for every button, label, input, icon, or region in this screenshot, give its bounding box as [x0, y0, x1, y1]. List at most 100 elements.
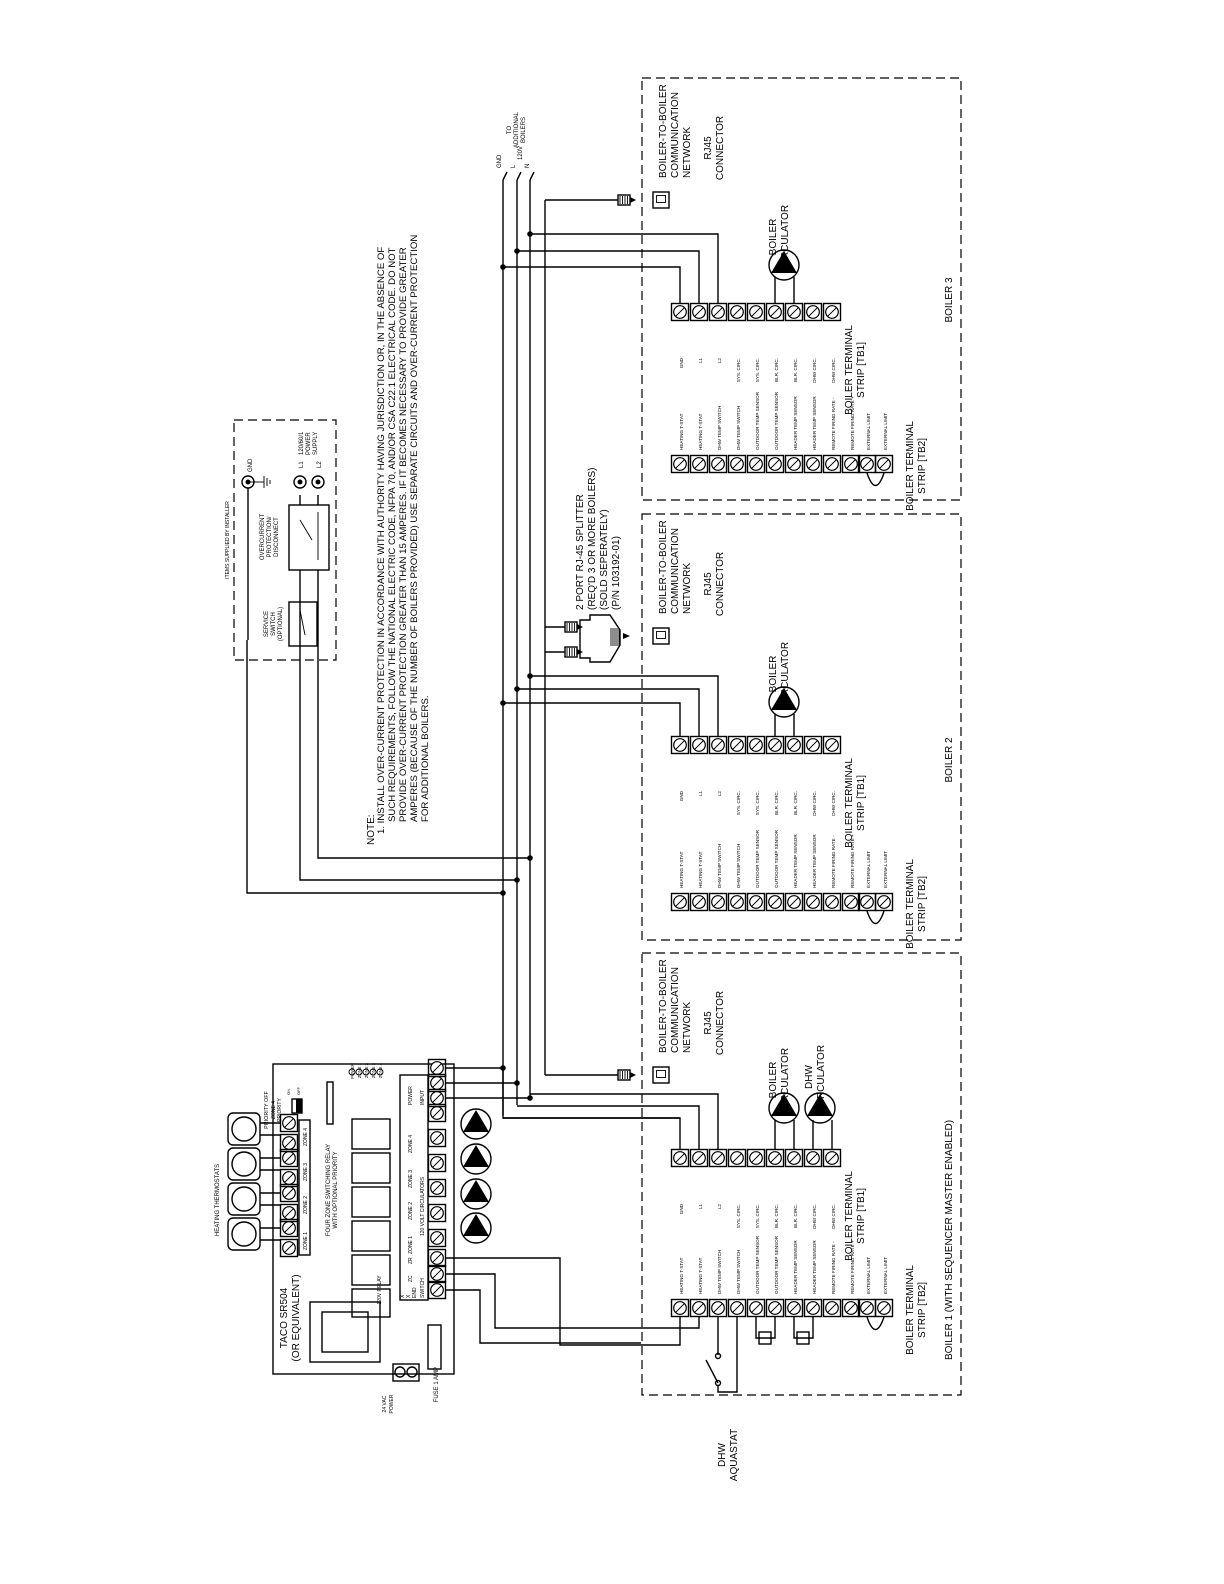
heating-thermostat-icon: [227, 1217, 261, 1251]
terminal-cell: [689, 735, 709, 755]
tb1-terminal: [746, 1148, 766, 1168]
tb1-terminal-label: BLR. CIRC.: [793, 791, 798, 815]
tb2-terminal: [841, 892, 861, 912]
plug-arrow-icon: [577, 624, 583, 630]
tb2-terminal: [689, 892, 709, 912]
tb2-terminal: [784, 454, 804, 474]
aquastat-blade: [705, 1359, 719, 1384]
screw-slot: [808, 1303, 818, 1313]
l2-label: L2: [317, 461, 323, 468]
pump-arrow-icon: [771, 251, 797, 273]
pump-arrow-icon: [771, 1094, 797, 1116]
tb2-terminal: [857, 1298, 877, 1318]
rj45-network-label: BOILER-TO-BOILER: [658, 959, 669, 1053]
terminal-cell: [874, 1298, 894, 1318]
screw-slot: [732, 740, 742, 750]
bus-gnd-end: [502, 171, 508, 181]
terminal-cell: [746, 454, 766, 474]
boiler-l1-feed: [517, 1105, 700, 1149]
screw-slot: [789, 459, 799, 469]
tb2-terminal: [670, 1298, 690, 1318]
terminal-cell: [784, 1148, 804, 1168]
relay-coil-box: [351, 1220, 391, 1252]
terminal-cell: [689, 302, 709, 322]
screw-slot: [284, 1153, 294, 1163]
screw-slot: [713, 459, 723, 469]
tb2-terminal: [689, 454, 709, 474]
status-led-label: ZONE 2: [364, 1062, 369, 1078]
tb2-terminal: [670, 892, 690, 912]
bus-line-end: [516, 171, 522, 181]
zone-circulator-pump-icon: [460, 1143, 492, 1175]
24vac-terminal-block: [392, 1363, 420, 1382]
supply-gnd-wire: [246, 640, 503, 894]
splitter-input-plug-icon: [564, 621, 583, 633]
tb2-terminal: [841, 454, 861, 474]
tb1-terminal: [689, 302, 709, 322]
screw-slot: [432, 1093, 442, 1103]
rj45-port: [656, 631, 666, 639]
pump-housing: [460, 1178, 492, 1210]
tb2-terminal-label: EXTERNAL LIMIT: [883, 413, 888, 450]
screw-slot: [732, 459, 742, 469]
pump-arrow-icon: [463, 1180, 489, 1202]
boiler-circulator-label: BOILER: [768, 656, 779, 693]
overcurrent-disconnect-box: [288, 504, 330, 571]
boiler-circulator-pump-icon: [768, 1092, 800, 1124]
tb1-terminal-label: DHW CIRC.: [831, 1204, 836, 1229]
bus-junction: [527, 231, 533, 237]
tb1-terminal: [803, 735, 823, 755]
dhw-circulator-label: DHW: [804, 1065, 815, 1089]
status-led-icon: [376, 1068, 384, 1076]
priority-off-switch-label: OFF: [296, 1086, 301, 1095]
terminal-cell: [708, 735, 728, 755]
output-terminal: [427, 1248, 447, 1268]
bus-120v-label: 120V: [518, 146, 524, 160]
screw-slot: [284, 1173, 294, 1183]
screw-slot: [694, 459, 704, 469]
note-heading: NOTE:: [366, 814, 377, 845]
screw-slot: [732, 307, 742, 317]
tb2-terminal-label: REMOTE FIRING RATE +: [850, 834, 855, 888]
zone-thermostat-terminal: [279, 1168, 299, 1188]
end-switch-label: X: [400, 1294, 406, 1298]
tb2-terminal-label: REMOTE FIRING RATE -: [831, 1241, 836, 1294]
tb1-title: STRIP [TB1]: [856, 775, 867, 831]
screw-slot: [808, 1153, 818, 1163]
screw-slot: [770, 459, 780, 469]
screw-slot: [789, 740, 799, 750]
tb2-terminal-label: HEATING T-STAT: [698, 851, 703, 888]
zone1-output-label: ZONE 1: [408, 1236, 414, 1254]
rj45-connector-icon: [652, 1066, 670, 1084]
rj45-connector-label: CONNECTOR: [715, 991, 726, 1055]
tb2-terminal: [708, 892, 728, 912]
terminal-cell: [784, 454, 804, 474]
l1-terminal-dot: [297, 479, 303, 485]
rj45-network-label: COMMUNICATION: [670, 967, 681, 1053]
fuse-icon: [427, 1324, 442, 1370]
thermostat-dial: [231, 1151, 257, 1177]
tb2-terminal: [689, 1298, 709, 1318]
tb1-terminal: [670, 1148, 690, 1168]
tb2-terminal: [784, 1298, 804, 1318]
boiler-circulator-pump-icon: [768, 249, 800, 281]
boiler-l2-feed: [530, 233, 719, 303]
terminal-cell: [784, 302, 804, 322]
overcurrent-label: OVERCURRENT: [260, 514, 266, 561]
terminal-cell: [765, 1298, 785, 1318]
tb2-terminal-label: HEADER TEMP SENSOR: [812, 834, 817, 888]
tb2-title: STRIP [TB2]: [917, 876, 928, 932]
status-led-label: POWER: [350, 1063, 355, 1079]
end-switch-label: SWITCH: [420, 1278, 426, 1298]
tb2-terminal-label: HEATING T-STAT: [698, 413, 703, 450]
tb2-terminal: [746, 454, 766, 474]
screw-slot: [751, 897, 761, 907]
tb1-terminal-label: DHW CIRC.: [812, 791, 817, 816]
taco-relay-outline: [272, 1063, 455, 1375]
terminal-cell: [727, 1298, 747, 1318]
tb1-terminal: [746, 302, 766, 322]
output-label-strip: [399, 1074, 429, 1301]
pump-housing: [768, 686, 800, 718]
screw-slot: [675, 1153, 685, 1163]
dhw-aquastat-label: AQUASTAT: [729, 1429, 740, 1481]
